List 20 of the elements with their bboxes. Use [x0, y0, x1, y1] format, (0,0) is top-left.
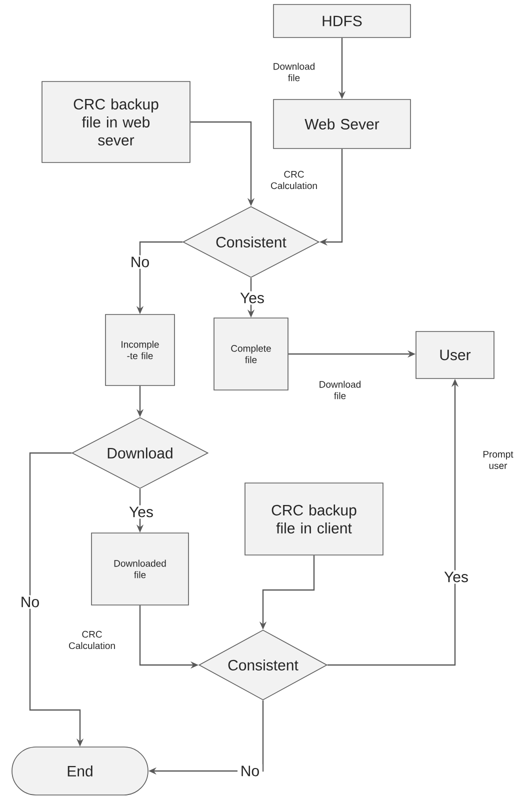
note-label: Prompt user — [483, 450, 514, 469]
edge-label: Yes — [442, 570, 468, 584]
process-box: Downloaded file — [91, 532, 189, 606]
process-box: CRC backup file in web sever — [42, 81, 190, 163]
edge-label: No — [18, 595, 42, 609]
edge-label: No — [128, 255, 152, 269]
process-box: User — [416, 331, 494, 379]
process-box: Web Sever — [273, 99, 411, 149]
terminator-box: End — [12, 746, 148, 796]
process-box: Complete file — [214, 318, 288, 390]
edge-label: Yes — [128, 505, 153, 519]
edge-label: CRC Calculation — [270, 170, 317, 190]
process-box: Incomple -te file — [105, 314, 175, 386]
edge-label: Download file — [320, 380, 360, 400]
edge-label: Yes — [238, 291, 264, 305]
edge-label: No — [238, 764, 262, 778]
edge-label: CRC Calculation — [68, 630, 115, 650]
edge-label: Download file — [274, 62, 314, 82]
process-box: CRC backup file in client — [244, 482, 384, 556]
process-box: HDFS — [273, 4, 411, 38]
